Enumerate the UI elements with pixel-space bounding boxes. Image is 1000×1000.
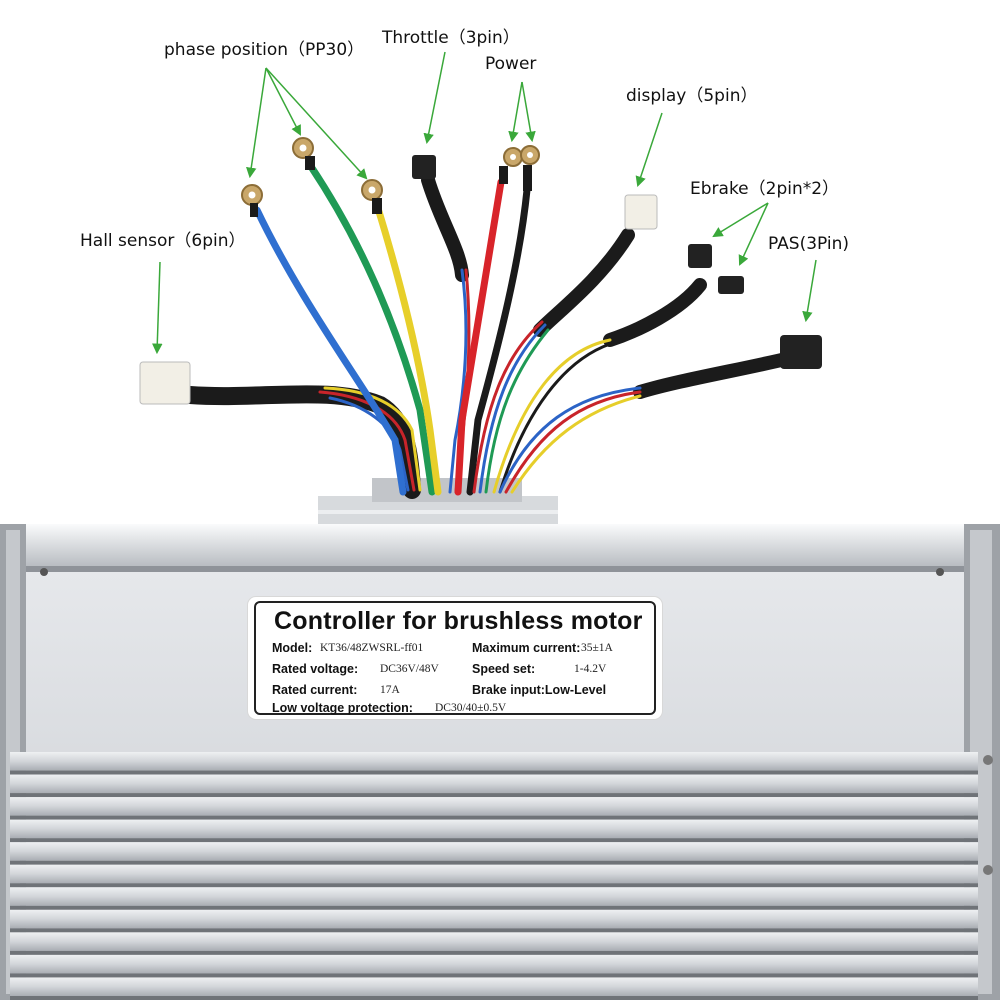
heat-sink-fins: [10, 752, 978, 1000]
heat-sink-groove: [10, 973, 978, 978]
heat-sink-fin: [10, 932, 978, 951]
product-label-border: [254, 601, 656, 715]
heat-sink-groove: [10, 928, 978, 933]
pas-connector: [780, 335, 822, 369]
hall-connector: [139, 361, 191, 405]
label-title: Controller for brushless motor: [274, 607, 643, 635]
heat-sink-fin: [10, 774, 978, 794]
rated-current-key: Rated current:: [272, 683, 358, 697]
heat-sink-groove: [10, 950, 978, 955]
heat-sink-groove: [10, 793, 978, 798]
product-label: Controller for brushless motor Model: KT…: [248, 597, 662, 719]
heat-sink-fin: [10, 977, 978, 996]
wire-harness: [181, 161, 797, 499]
heat-sink-fin: [10, 819, 978, 839]
heat-sink-groove: [10, 770, 978, 775]
heat-sink-groove: [10, 815, 978, 820]
heat-sink-groove: [10, 905, 978, 910]
speed-set-value: 1-4.2V: [574, 663, 607, 675]
callout-throttle: Throttle（3pin）: [382, 28, 520, 48]
callout-pas: PAS(3Pin): [768, 234, 850, 254]
heat-sink-groove: [10, 860, 978, 865]
max-current-key: Maximum current:: [472, 641, 581, 655]
heat-sink-fin: [10, 797, 978, 816]
callout-hall-sensor: Hall sensor（6pin）: [80, 231, 246, 251]
callout-display: display（5pin）: [626, 86, 758, 106]
ebrake-connectors: [688, 244, 744, 294]
model-key: Model:: [272, 641, 313, 655]
callout-power: Power: [485, 54, 537, 74]
low-voltage-key: Low voltage protection:: [272, 701, 413, 715]
rated-voltage-value: DC36V/48V: [380, 663, 439, 675]
callout-arrows: [152, 51, 817, 355]
brake-input: Brake input:Low-Level: [472, 683, 607, 697]
callout-ebrake: Ebrake（2pin*2）: [690, 179, 840, 199]
callout-phase-position: phase position（PP30）: [164, 40, 365, 60]
speed-set-key: Speed set:: [472, 662, 536, 676]
heat-sink-fin: [10, 842, 978, 861]
heat-sink-fin: [10, 954, 978, 974]
power-terminals: [499, 145, 540, 191]
display-connector: [624, 194, 658, 230]
model-value: KT36/48ZWSRL-ff01: [320, 642, 424, 654]
heat-sink-fin: [10, 887, 978, 906]
heat-sink-fin: [10, 864, 978, 884]
heat-sink-groove: [10, 838, 978, 843]
low-voltage-value: DC30/40±0.5V: [435, 702, 507, 714]
heat-sink-groove: [10, 996, 978, 1000]
throttle-connector: [412, 155, 436, 179]
heat-sink-fin: [10, 752, 978, 771]
rated-voltage-key: Rated voltage:: [272, 662, 359, 676]
heat-sink-fin: [10, 909, 978, 929]
rated-current-value: 17A: [380, 684, 400, 696]
phase-terminals: [241, 137, 383, 217]
max-current-value: 35±1A: [581, 642, 613, 654]
heat-sink-groove: [10, 883, 978, 888]
